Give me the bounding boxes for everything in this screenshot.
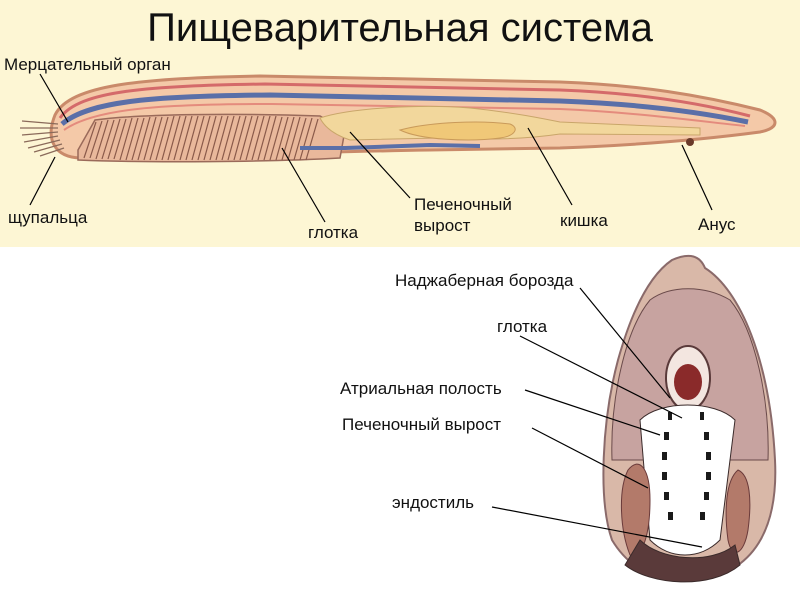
label-intestine: кишка: [560, 211, 608, 230]
label-pharynx-top: глотка: [308, 223, 359, 242]
label-atrial-cavity: Атриальная полость: [340, 379, 502, 398]
label-ciliated-organ: Мерцательный орган: [4, 55, 171, 74]
oral-cirri: [20, 120, 65, 157]
page-title: Пищеварительная система: [147, 6, 653, 50]
label-hepatic-outgrowth-bottom: Печеночный вырост: [342, 415, 502, 434]
cross-section: [602, 254, 777, 583]
gut: [319, 105, 701, 146]
label-anus: Анус: [698, 215, 736, 234]
label-tentacles: щупальца: [8, 208, 88, 227]
leader-lines-top: [29, 73, 713, 223]
label-hepatic-outgrowth-top: Печеночный вырост: [414, 195, 512, 235]
label-epibranchial-groove: Наджаберная борозда: [395, 271, 574, 290]
pharynx-basket: [77, 113, 481, 163]
anus-opening: [686, 138, 694, 146]
label-pharynx-bottom: глотка: [497, 317, 548, 336]
label-endostyle: эндостиль: [392, 493, 474, 512]
leader-lines-bottom: [491, 287, 703, 548]
